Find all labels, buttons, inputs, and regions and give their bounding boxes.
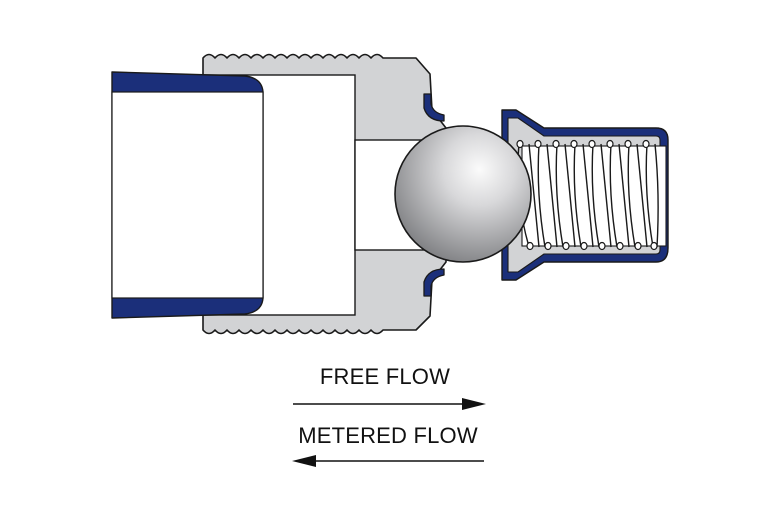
spring-coil-end bbox=[570, 139, 578, 149]
spring-coil-end bbox=[598, 241, 606, 251]
spring-coil bbox=[627, 143, 636, 248]
spring-coil bbox=[564, 143, 576, 248]
spring-coil bbox=[528, 143, 540, 248]
arrow-left-icon bbox=[292, 455, 484, 467]
spring-coil-end bbox=[606, 139, 614, 149]
spring-bore bbox=[521, 145, 667, 247]
spring-coil bbox=[636, 143, 648, 248]
spring-coil bbox=[555, 143, 564, 248]
free-flow-label: FREE FLOW bbox=[320, 364, 450, 389]
seat-seals bbox=[423, 93, 445, 297]
spring-coil-end bbox=[642, 139, 650, 149]
spring-coil-end bbox=[562, 241, 570, 251]
spring-coil bbox=[645, 143, 654, 248]
check-ball bbox=[394, 125, 532, 263]
metered-flow-label: METERED FLOW bbox=[298, 423, 478, 448]
spring-coil-ends bbox=[516, 139, 658, 251]
spring-coil bbox=[591, 143, 600, 248]
inlet-tube-bore bbox=[111, 91, 264, 299]
spring-coil-end bbox=[552, 139, 560, 149]
spring-coil-end bbox=[634, 241, 642, 251]
lower-seat-seal bbox=[423, 268, 445, 297]
spring-coil bbox=[618, 143, 630, 248]
spring-coil-end bbox=[650, 241, 658, 251]
spring-coil bbox=[600, 143, 612, 248]
spring-coil-end bbox=[516, 139, 524, 149]
spring-cage bbox=[501, 109, 669, 281]
spring-coil bbox=[609, 143, 618, 248]
spring-coil-end bbox=[580, 241, 588, 251]
spring-coil bbox=[654, 143, 659, 248]
spring-coil-end bbox=[534, 139, 542, 149]
spring-coil-end bbox=[624, 139, 632, 149]
coil-spring bbox=[517, 143, 659, 248]
spring-coil-end bbox=[616, 241, 624, 251]
spring-coil bbox=[546, 143, 558, 248]
inlet-tube bbox=[111, 71, 264, 319]
spring-coil bbox=[537, 143, 546, 248]
spring-coil bbox=[582, 143, 594, 248]
spring-coil-end bbox=[544, 241, 552, 251]
upper-seat-seal bbox=[423, 93, 445, 122]
spring-coil-end bbox=[588, 139, 596, 149]
spring-coil bbox=[573, 143, 582, 248]
spring-coil-end bbox=[526, 241, 534, 251]
arrow-right-icon bbox=[293, 398, 486, 410]
